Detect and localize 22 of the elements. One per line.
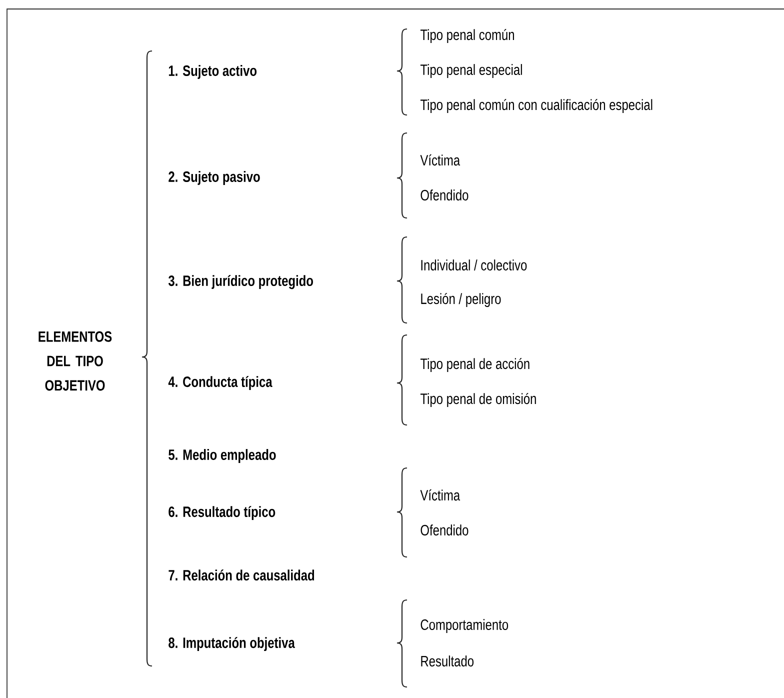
sub-item: Tipo penal de acción [420,358,530,372]
list-item: 5. Medio empleado [168,449,276,463]
sub-item: Lesión / peligro [421,292,501,308]
list-item: 7. Relación de causalidad [168,569,314,581]
sub-item: Víctima [420,489,460,501]
list-item: 6. Resultado típico [168,506,276,520]
sub-item: Tipo penal común [420,28,514,44]
sub-item: Ofendido [420,524,468,536]
sub-item: Tipo penal común con cualificación especial [420,98,652,114]
list-item: 2. Sujeto pasivo [168,171,260,185]
sub-item: Comportamiento [420,619,508,633]
sub-item: Víctima [420,154,460,166]
sub-item: Resultado [421,656,474,666]
sub-item: Tipo penal de omisión [420,392,536,408]
sub-item: Tipo penal especial [420,64,522,78]
sub-item: Individual / colectivo [421,260,527,270]
list-item: 1. Sujeto activo [168,65,257,79]
sub-item: Ofendido [420,190,468,200]
list-item: 8. Imputación objetiva [168,636,295,652]
heading-label: ELEMENTOS DEL TIPO OBJETIVO [38,331,112,391]
list-item: 4. Conducta típica [168,376,272,390]
list-item: 3. Bien jurídico protegido [168,274,313,290]
